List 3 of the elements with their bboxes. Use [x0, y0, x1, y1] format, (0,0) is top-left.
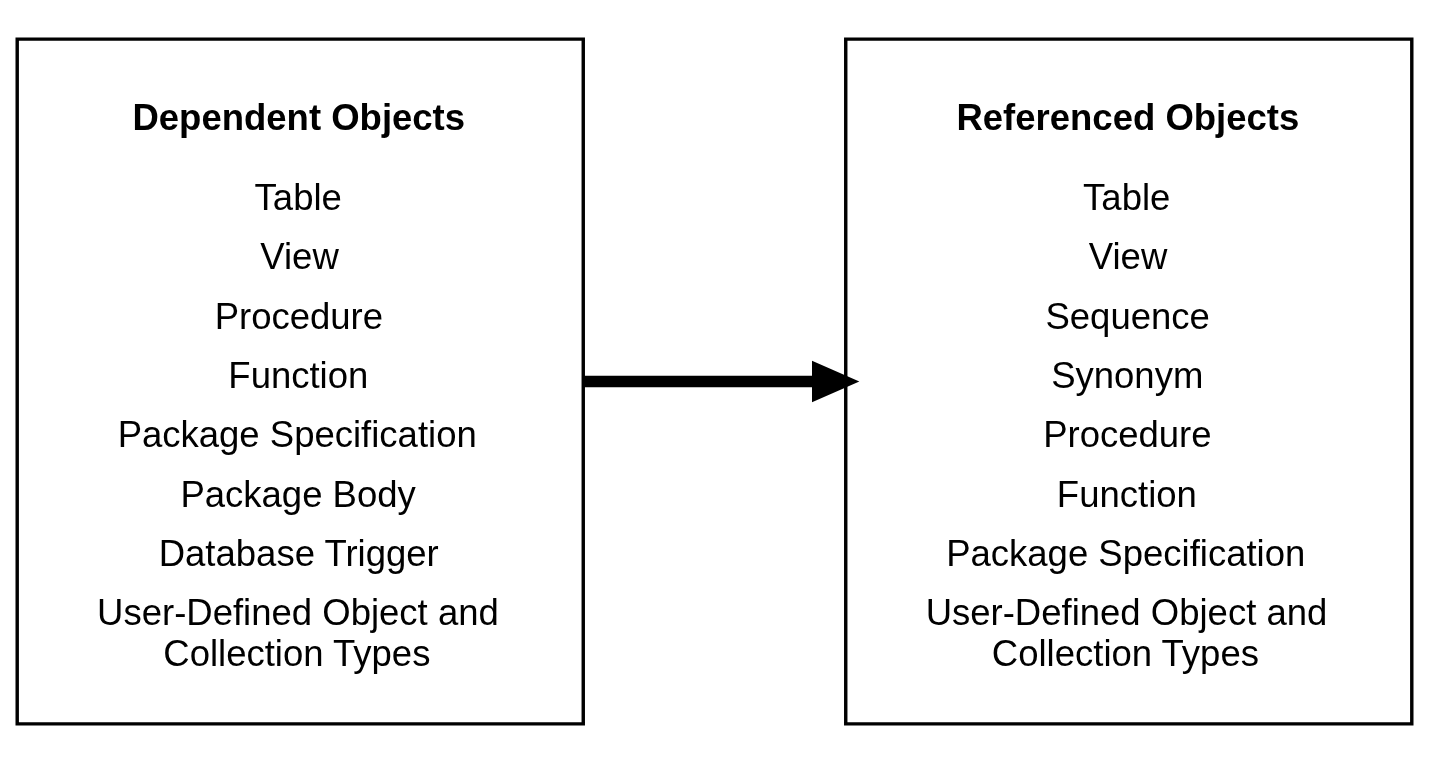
arrow	[583, 360, 860, 402]
node-box: Dependent Objects Table View Procedure Function Package Specification Package Body Database Trigger User-Defined Object and Collection Types	[15, 36, 585, 726]
node-box: Referenced Objects Table View Sequence Synonym Procedure Function Package Specification User-Defined Object and Collection Types	[844, 36, 1414, 726]
